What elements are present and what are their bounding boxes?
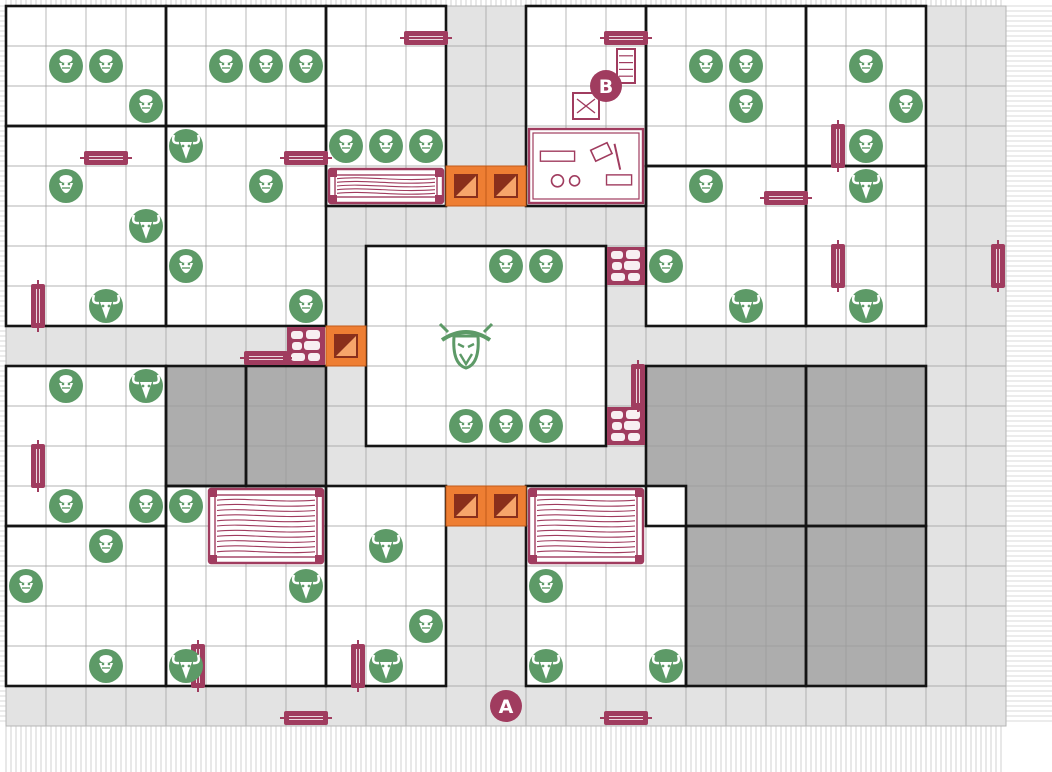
room-wall <box>804 524 928 688</box>
room-wall <box>804 164 928 328</box>
orc-head-icon[interactable] <box>129 89 163 123</box>
orc-head-icon[interactable] <box>49 489 83 523</box>
orc-head-icon[interactable] <box>289 289 323 323</box>
table-furniture[interactable] <box>207 487 325 565</box>
door-icon[interactable] <box>351 640 365 692</box>
orc-head-icon[interactable] <box>729 89 763 123</box>
rubble-icon <box>607 407 645 445</box>
orc-head-icon[interactable] <box>329 129 363 163</box>
door-icon[interactable] <box>600 31 652 45</box>
orc-head-icon[interactable] <box>529 409 563 443</box>
rubble-icon <box>607 247 645 285</box>
orc-head-icon[interactable] <box>529 569 563 603</box>
orc-head-icon[interactable] <box>849 129 883 163</box>
goblin-head-icon[interactable] <box>129 209 163 243</box>
orc-head-icon[interactable] <box>689 169 723 203</box>
alchemist-bench-furniture[interactable] <box>527 127 645 205</box>
orc-head-icon[interactable] <box>209 49 243 83</box>
furniture-layer <box>207 48 645 565</box>
goblin-head-icon[interactable] <box>729 289 763 323</box>
pit-trap-icon[interactable] <box>485 485 527 527</box>
door-icon[interactable] <box>631 360 645 412</box>
orc-head-icon[interactable] <box>529 249 563 283</box>
orc-head-icon[interactable] <box>369 129 403 163</box>
door-icon[interactable] <box>280 151 332 165</box>
orc-head-icon[interactable] <box>129 489 163 523</box>
door-icon[interactable] <box>991 240 1005 292</box>
orc-head-icon[interactable] <box>729 49 763 83</box>
chest-table-furniture[interactable] <box>327 167 445 205</box>
orc-head-icon[interactable] <box>649 249 683 283</box>
rubble-icon <box>287 327 325 365</box>
door-icon[interactable] <box>831 120 845 172</box>
pit-trap-icon[interactable] <box>485 165 527 207</box>
marker-a[interactable]: A <box>490 690 522 722</box>
door-icon[interactable] <box>31 280 45 332</box>
room-wall <box>324 484 448 688</box>
room-wall <box>164 124 328 328</box>
door-icon[interactable] <box>600 711 652 725</box>
orc-head-icon[interactable] <box>49 49 83 83</box>
door-icon[interactable] <box>831 240 845 292</box>
door-icon[interactable] <box>760 191 812 205</box>
orc-head-icon[interactable] <box>89 49 123 83</box>
goblin-head-icon[interactable] <box>369 529 403 563</box>
orc-head-icon[interactable] <box>889 89 923 123</box>
orc-head-icon[interactable] <box>169 249 203 283</box>
orc-head-icon[interactable] <box>89 649 123 683</box>
goblin-head-icon[interactable] <box>369 649 403 683</box>
monsters-layer <box>9 49 923 683</box>
orc-head-icon[interactable] <box>689 49 723 83</box>
markers-layer: AB <box>490 70 622 722</box>
door-icon[interactable] <box>400 31 452 45</box>
orc-head-icon[interactable] <box>49 369 83 403</box>
orc-head-icon[interactable] <box>409 609 443 643</box>
goblin-head-icon[interactable] <box>529 649 563 683</box>
door-icon[interactable] <box>80 151 132 165</box>
orc-head-icon[interactable] <box>249 169 283 203</box>
orc-head-icon[interactable] <box>449 409 483 443</box>
pit-trap-icon[interactable] <box>325 325 367 367</box>
room-wall <box>324 4 448 208</box>
walls-layer <box>4 4 928 688</box>
orc-head-icon[interactable] <box>409 129 443 163</box>
orc-head-icon[interactable] <box>169 489 203 523</box>
orc-head-icon[interactable] <box>49 169 83 203</box>
pit-trap-icon[interactable] <box>445 165 487 207</box>
bookshelf-furniture[interactable] <box>616 48 636 84</box>
tiles-layer <box>287 165 645 527</box>
door-icon[interactable] <box>31 440 45 492</box>
goblin-head-icon[interactable] <box>849 289 883 323</box>
door-icon[interactable] <box>280 711 332 725</box>
goblin-head-icon[interactable] <box>169 649 203 683</box>
pit-trap-icon[interactable] <box>445 485 487 527</box>
goblin-head-icon[interactable] <box>89 289 123 323</box>
orc-head-icon[interactable] <box>249 49 283 83</box>
chaos-warrior-icon[interactable] <box>438 322 494 370</box>
small-chest-furniture[interactable] <box>572 92 600 120</box>
orc-head-icon[interactable] <box>9 569 43 603</box>
goblin-head-icon[interactable] <box>649 649 683 683</box>
orc-head-icon[interactable] <box>89 529 123 563</box>
orc-head-icon[interactable] <box>849 49 883 83</box>
marker-label: B <box>599 76 613 98</box>
goblin-head-icon[interactable] <box>289 569 323 603</box>
goblin-head-icon[interactable] <box>129 369 163 403</box>
orc-head-icon[interactable] <box>489 409 523 443</box>
marker-label: A <box>499 696 514 718</box>
orc-head-icon[interactable] <box>289 49 323 83</box>
goblin-head-icon[interactable] <box>169 129 203 163</box>
marker-b[interactable]: B <box>590 70 622 102</box>
orc-head-icon[interactable] <box>489 249 523 283</box>
doors-layer <box>31 31 1005 725</box>
door-icon[interactable] <box>240 351 292 365</box>
table-furniture[interactable] <box>527 487 645 565</box>
goblin-head-icon[interactable] <box>849 169 883 203</box>
